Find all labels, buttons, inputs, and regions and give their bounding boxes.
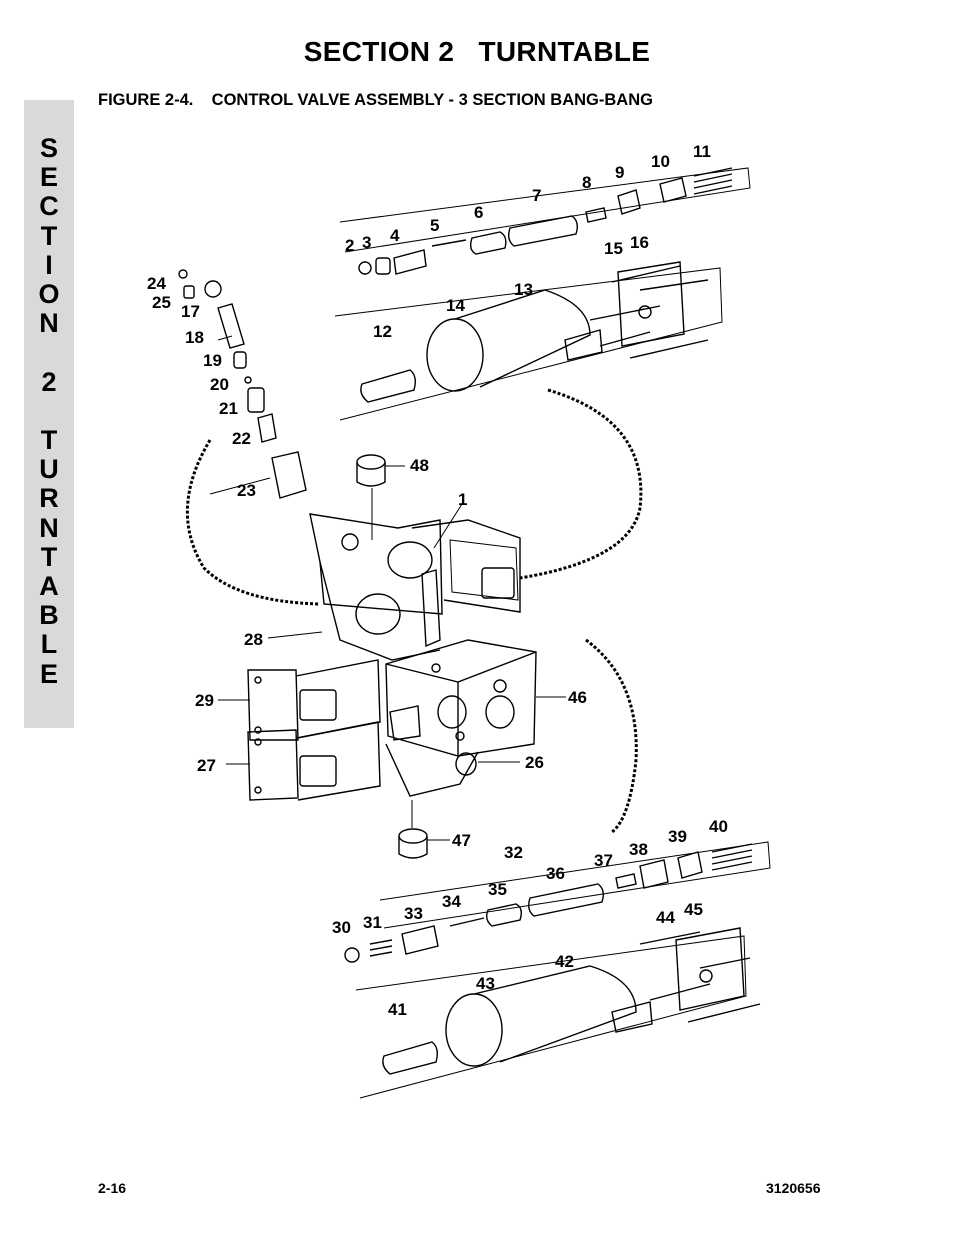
upper-solenoid-assembly (360, 261, 709, 403)
callout-26: 26 (525, 753, 544, 772)
callout-13: 13 (514, 280, 533, 299)
plug-47 (398, 800, 428, 859)
callout-28: 28 (244, 630, 263, 649)
callout-39: 39 (668, 827, 687, 846)
callout-45: 45 (684, 900, 703, 919)
document-number: 3120656 (766, 1180, 821, 1196)
upper-solenoid-guide-lines (334, 167, 751, 421)
callout-19: 19 (203, 351, 222, 370)
callout-48: 48 (410, 456, 429, 475)
upper-hose (186, 439, 321, 606)
callout-14: 14 (446, 296, 465, 315)
callout-31: 31 (363, 913, 382, 932)
callout-40: 40 (709, 817, 728, 836)
callout-2: 2 (345, 236, 354, 255)
callout-15: 15 (604, 239, 623, 258)
callout-16: 16 (630, 233, 649, 252)
callout-25: 25 (152, 293, 171, 312)
right-hose (519, 388, 643, 580)
callout-24: 24 (147, 274, 166, 293)
main-valve-body (309, 513, 537, 797)
left-solenoid-stacks (247, 659, 381, 801)
callout-37: 37 (594, 851, 613, 870)
lower-solenoid-guide-lines (355, 841, 771, 1099)
callout-11: 11 (693, 142, 711, 161)
figure-title: FIGURE 2-4. CONTROL VALVE ASSEMBLY - 3 S… (98, 91, 653, 109)
callout-33: 33 (404, 904, 423, 923)
plug-48 (356, 454, 386, 540)
left-fitting-stack (178, 269, 307, 499)
section-side-tab: S E C T I O N 2 T U R N T A B L E (24, 100, 74, 728)
callout-34: 34 (442, 892, 461, 911)
callout-36: 36 (546, 864, 565, 883)
callout-23: 23 (237, 481, 256, 500)
lower-hose (585, 638, 638, 834)
callout-27: 27 (197, 756, 216, 775)
page-number: 2-16 (98, 1180, 127, 1196)
callout-47: 47 (452, 831, 471, 850)
callout-17: 17 (181, 302, 200, 321)
callout-38: 38 (629, 840, 648, 859)
page-title: SECTION 2 TURNTABLE (303, 36, 651, 67)
callout-20: 20 (210, 375, 229, 394)
callout-4: 4 (390, 226, 400, 245)
callout-8: 8 (582, 173, 591, 192)
callout-30: 30 (332, 918, 351, 937)
callout-35: 35 (488, 880, 507, 899)
callout-12: 12 (373, 322, 392, 341)
callout-41: 41 (388, 1000, 407, 1019)
callout-3: 3 (362, 233, 371, 252)
callout-18: 18 (185, 328, 204, 347)
side-tab-label: S E C T I O N 2 T U R N T A B L E (38, 133, 60, 689)
upper-valve-parts (358, 167, 733, 275)
callout-5: 5 (430, 216, 439, 235)
callout-9: 9 (615, 163, 624, 182)
callout-44: 44 (656, 908, 675, 927)
callout-leader-lines (209, 335, 566, 841)
callout-10: 10 (651, 152, 670, 171)
callout-7: 7 (532, 186, 541, 205)
callout-42: 42 (555, 952, 574, 971)
callout-22: 22 (232, 429, 251, 448)
callout-29: 29 (195, 691, 214, 710)
callout-6: 6 (474, 203, 483, 222)
callout-1: 1 (458, 490, 467, 509)
callout-43: 43 (476, 974, 495, 993)
lower-solenoid-assembly (382, 927, 761, 1075)
lower-valve-parts (344, 843, 753, 963)
callout-46: 46 (568, 688, 587, 707)
callout-21: 21 (219, 399, 238, 418)
callout-32: 32 (504, 843, 523, 862)
